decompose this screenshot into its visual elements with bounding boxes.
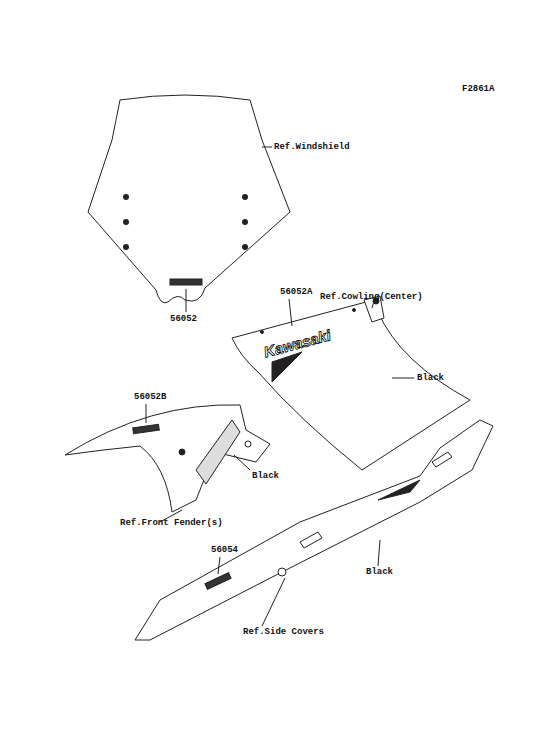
part-reference: Ref.Side Covers bbox=[243, 627, 324, 638]
color-note: Black bbox=[417, 373, 444, 384]
color-note: Black bbox=[366, 567, 393, 578]
figure-code: F2861A bbox=[462, 84, 494, 95]
callout-number: 56054 bbox=[211, 545, 238, 556]
part-reference: Ref.Cowling(Center) bbox=[320, 292, 423, 303]
callout-number: 56052B bbox=[134, 392, 166, 403]
part-reference: Ref.Front Fender(s) bbox=[120, 518, 223, 529]
callout-number: 56052A bbox=[280, 287, 312, 298]
color-note: Black bbox=[252, 471, 279, 482]
callout-number: 56052 bbox=[170, 314, 197, 325]
windshield bbox=[88, 95, 290, 303]
part-reference: Ref.Windshield bbox=[274, 142, 350, 153]
front-fender bbox=[65, 405, 270, 512]
side-cover bbox=[135, 420, 493, 640]
windshield-decal bbox=[170, 279, 202, 285]
